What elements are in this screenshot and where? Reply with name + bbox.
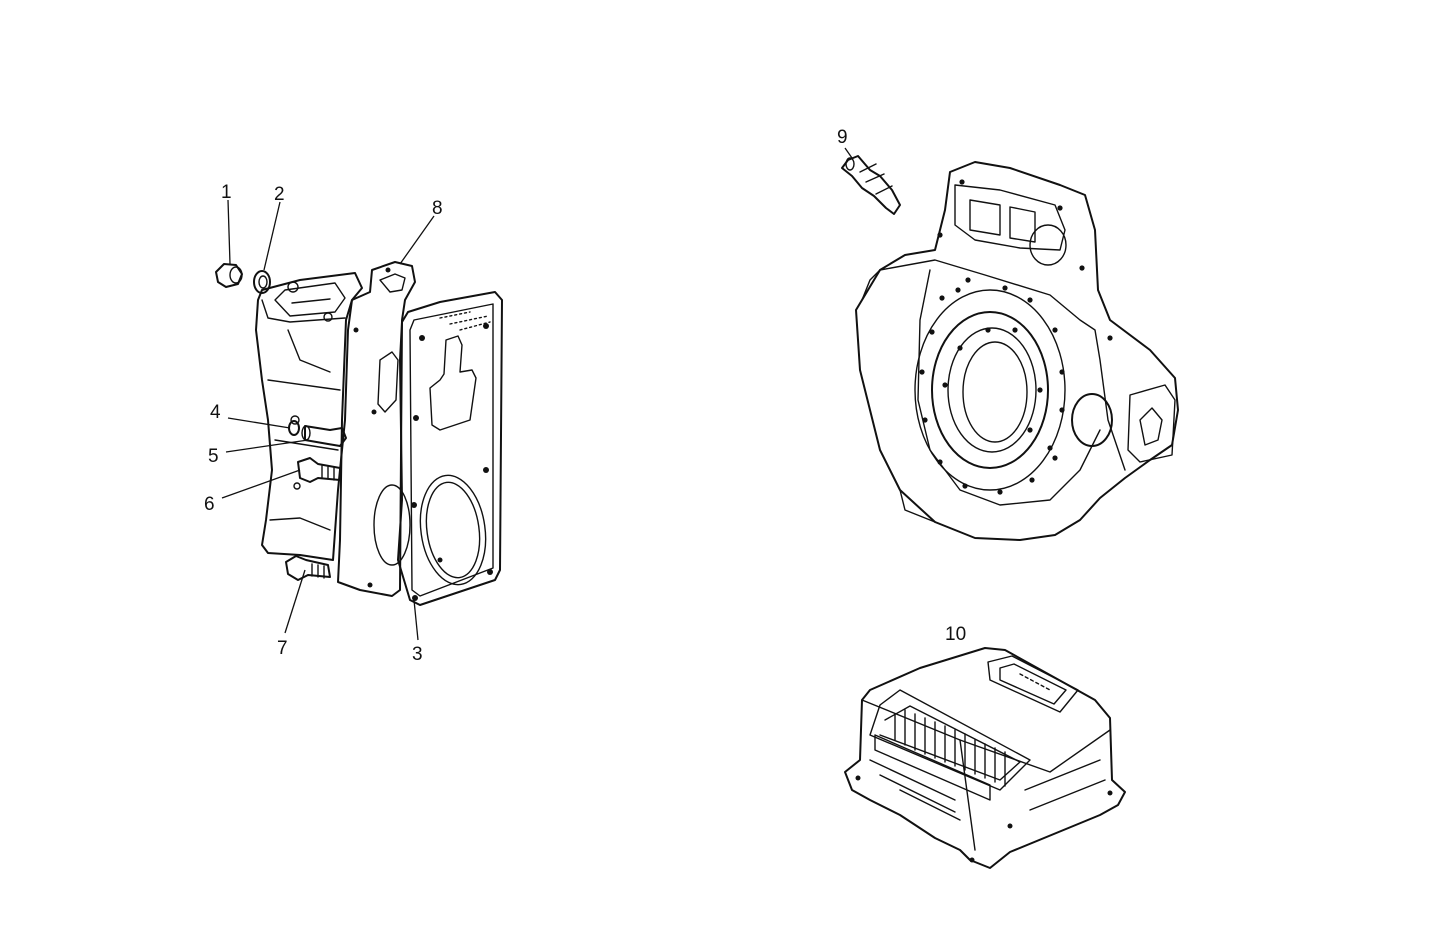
leader-lines-left [221,199,435,641]
callout-1: 1 [221,182,232,203]
sensor-part-9 [841,155,901,215]
callout-9: 9 [837,127,848,148]
flywheel-housing [855,161,1179,541]
bolt-part-7 [285,555,331,581]
callout-3: 3 [412,644,423,665]
leader-line-9 [844,147,853,159]
adapter-plate [337,261,416,597]
callout-5: 5 [208,446,219,467]
callout-4: 4 [210,402,221,423]
bolt-part-5 [301,425,347,447]
callout-7: 7 [277,638,288,659]
callout-10: 10 [945,624,966,645]
washer-part-4 [288,420,300,436]
gasket [397,291,503,606]
transmission-housing [255,272,363,561]
bolt-part-6 [297,457,341,483]
callout-2: 2 [274,184,285,205]
control-unit [844,647,1126,869]
callout-8: 8 [432,198,443,219]
nut-part-1 [215,263,243,288]
callout-labels: 1 2 8 4 5 6 7 3 9 10 [204,127,966,665]
washer-part-2 [253,270,271,294]
callout-6: 6 [204,494,215,515]
